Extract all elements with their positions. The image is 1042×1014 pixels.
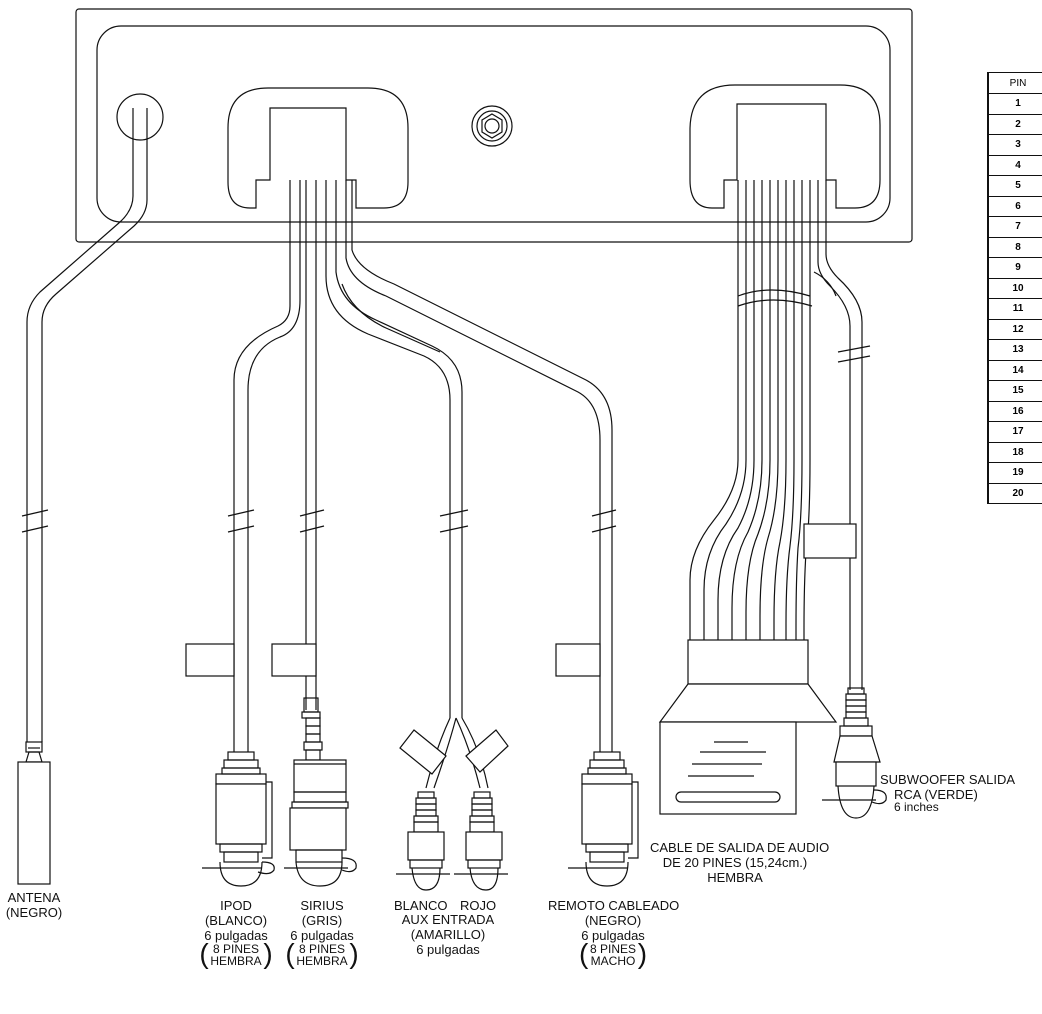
cable-label: CABLE DE SALIDA DE AUDIO DE 20 PINES (15…	[650, 840, 830, 885]
aux-label: AUX ENTRADA (AMARILLO) 6 pulgadas	[401, 912, 495, 957]
subwoofer-rca-connector	[822, 687, 887, 819]
pin-table: PIN 1 2 3 4 5 6 7 8 9 10 11 12 13 14 15 …	[987, 72, 1042, 504]
rojo-rca-connector	[454, 791, 508, 891]
ipod-connector	[202, 751, 275, 887]
antena-label: ANTENA (NEGRO)	[5, 890, 63, 920]
sirius-connector	[284, 697, 357, 887]
remote-connector	[568, 751, 639, 887]
pin-row: 10	[987, 277, 1042, 299]
pin-row: 18	[987, 441, 1042, 463]
aux-split	[399, 717, 509, 789]
sirius-cable	[271, 180, 325, 710]
pin-row: 15	[987, 380, 1042, 402]
blanco-rca-connector	[396, 791, 450, 891]
remoto-label: REMOTO CABLEADO (NEGRO) 6 pulgadas 8 PIN…	[548, 898, 679, 968]
subwoofer-cable	[803, 180, 871, 690]
sirius-label: SIRIUS (GRIS) 6 pulgadas 8 PINES HEMBRA	[282, 898, 362, 968]
ipod-label: IPOD (BLANCO) 6 pulgadas 8 PINES HEMBRA	[196, 898, 276, 968]
rojo-label: ROJO	[459, 898, 497, 913]
remote-cable	[345, 180, 617, 752]
pin-row: 17	[987, 421, 1042, 443]
left-connector-window	[227, 87, 409, 209]
pin-row: 9	[987, 257, 1042, 279]
pin-row: 13	[987, 339, 1042, 361]
pin-row: 12	[987, 318, 1042, 340]
pin-row: 1	[987, 93, 1042, 115]
center-screw	[471, 105, 513, 147]
pin-row: 14	[987, 359, 1042, 381]
pin-row: 20	[987, 482, 1042, 504]
ipod-cable	[185, 180, 301, 752]
subwoofer-label: SUBWOOFER SALIDA RCA (VERDE) 6 inches	[880, 772, 1016, 814]
pin-row: 11	[987, 298, 1042, 320]
pin-row: 2	[987, 113, 1042, 135]
pin-row: 5	[987, 175, 1042, 197]
pin-row: 4	[987, 154, 1042, 176]
pin-row: 8	[987, 236, 1042, 258]
pin-table-header: PIN	[987, 72, 1042, 94]
pin-row: 19	[987, 462, 1042, 484]
antenna-cable	[17, 108, 148, 885]
blanco-label: BLANCO	[394, 898, 448, 913]
pin-row: 6	[987, 195, 1042, 217]
right-connector-window	[689, 84, 881, 209]
audio-harness-cable	[658, 180, 838, 815]
pin-row: 16	[987, 400, 1042, 422]
aux-cable	[325, 180, 469, 718]
head-unit-panel	[75, 8, 913, 243]
antenna-socket	[116, 93, 164, 141]
pin-row: 7	[987, 216, 1042, 238]
pin-row: 3	[987, 134, 1042, 156]
